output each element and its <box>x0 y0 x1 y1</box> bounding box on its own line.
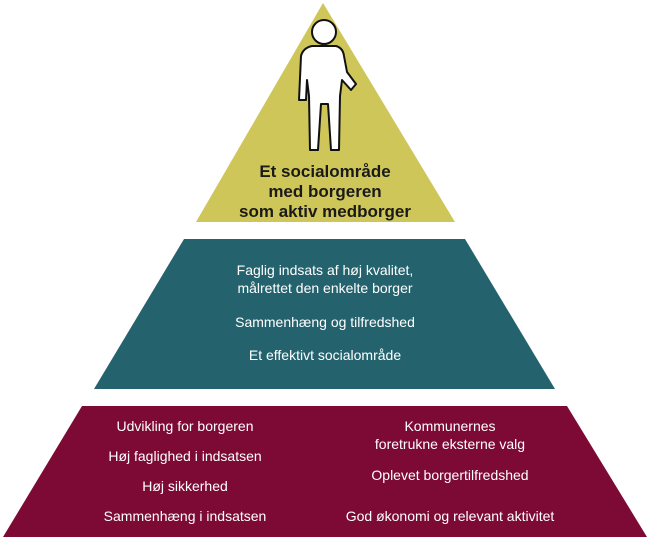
bottom-right-item-1-line-2: foretrukne eksterne valg <box>374 436 526 452</box>
bottom-left-item-4: Sammenhæng i indsatsen <box>103 508 267 524</box>
bottom-right-item-1: Kommunernes foretrukne eksterne valg <box>320 417 580 453</box>
middle-item-quality-line-1: Faglig indsats af høj kvalitet, <box>236 262 414 278</box>
person-icon <box>298 19 357 151</box>
bottom-left-item-2: Høj faglighed i indsatsen <box>108 448 262 464</box>
bottom-left-item-3: Høj sikkerhed <box>142 478 228 494</box>
top-title-line-3: som aktiv medborger <box>239 202 411 221</box>
bottom-right-item-1-line-1: Kommunernes <box>404 418 496 434</box>
middle-item-efficiency: Et effektivt socialområde <box>248 347 402 363</box>
pyramid-middle-tier <box>94 239 555 389</box>
top-title-line-1: Et socialområde <box>259 162 391 181</box>
top-title-line-2: med borgeren <box>268 182 382 201</box>
bottom-right-item-2: Oplevet borgertilfredshed <box>371 467 529 483</box>
bottom-right-item-3: God økonomi og relevant aktivitet <box>345 508 555 524</box>
top-tier-title: Et socialområde med borgeren som aktiv m… <box>203 162 447 222</box>
middle-item-quality: Faglig indsats af høj kvalitet, målrette… <box>180 261 470 297</box>
bottom-left-item-1: Udvikling for borgeren <box>116 418 254 434</box>
middle-item-coherence: Sammenhæng og tilfredshed <box>235 314 415 330</box>
middle-item-quality-line-2: målrettet den enkelte borger <box>237 280 413 296</box>
pyramid-top-tier <box>196 3 455 222</box>
pyramid-bottom-tier <box>3 406 647 537</box>
